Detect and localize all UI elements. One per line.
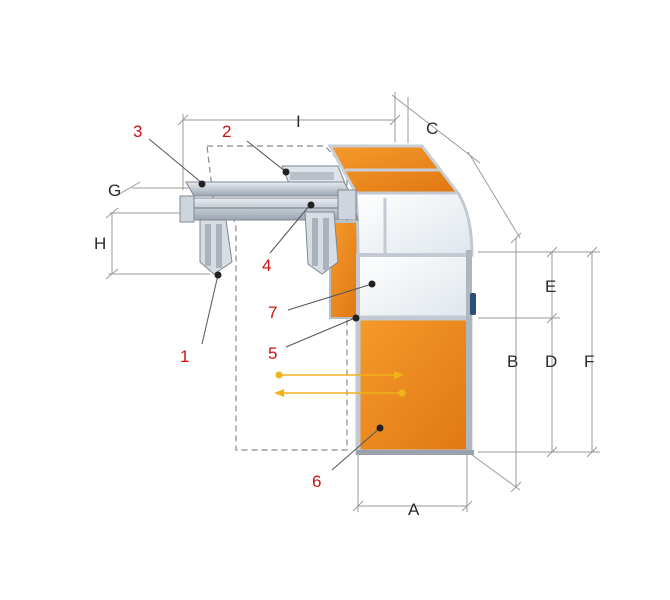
callout-1: 1 xyxy=(180,347,189,366)
dim-label-g: G xyxy=(108,181,121,200)
dim-label-c: C xyxy=(426,119,438,138)
dim-label-i: I xyxy=(296,112,301,131)
callout-4: 4 xyxy=(262,256,271,275)
flow-arrow-out xyxy=(274,389,406,397)
dim-label-e: E xyxy=(545,277,556,296)
callout-6: 6 xyxy=(312,472,321,491)
gantry-robot xyxy=(179,165,359,275)
callout-2: 2 xyxy=(222,122,231,141)
callout-leaders xyxy=(148,138,381,471)
callout-5: 5 xyxy=(268,344,277,363)
dim-label-h: H xyxy=(94,234,106,253)
callout-7: 7 xyxy=(268,303,277,322)
callout-dots xyxy=(198,168,384,432)
dimension-lines xyxy=(105,92,600,512)
dim-label-d: D xyxy=(545,352,557,371)
dim-label-f: F xyxy=(584,352,594,371)
callout-3: 3 xyxy=(133,122,142,141)
guard-enclosure xyxy=(327,144,476,455)
dim-label-b: B xyxy=(507,352,518,371)
dim-label-a: A xyxy=(408,500,420,519)
flow-arrow-in xyxy=(275,371,404,379)
